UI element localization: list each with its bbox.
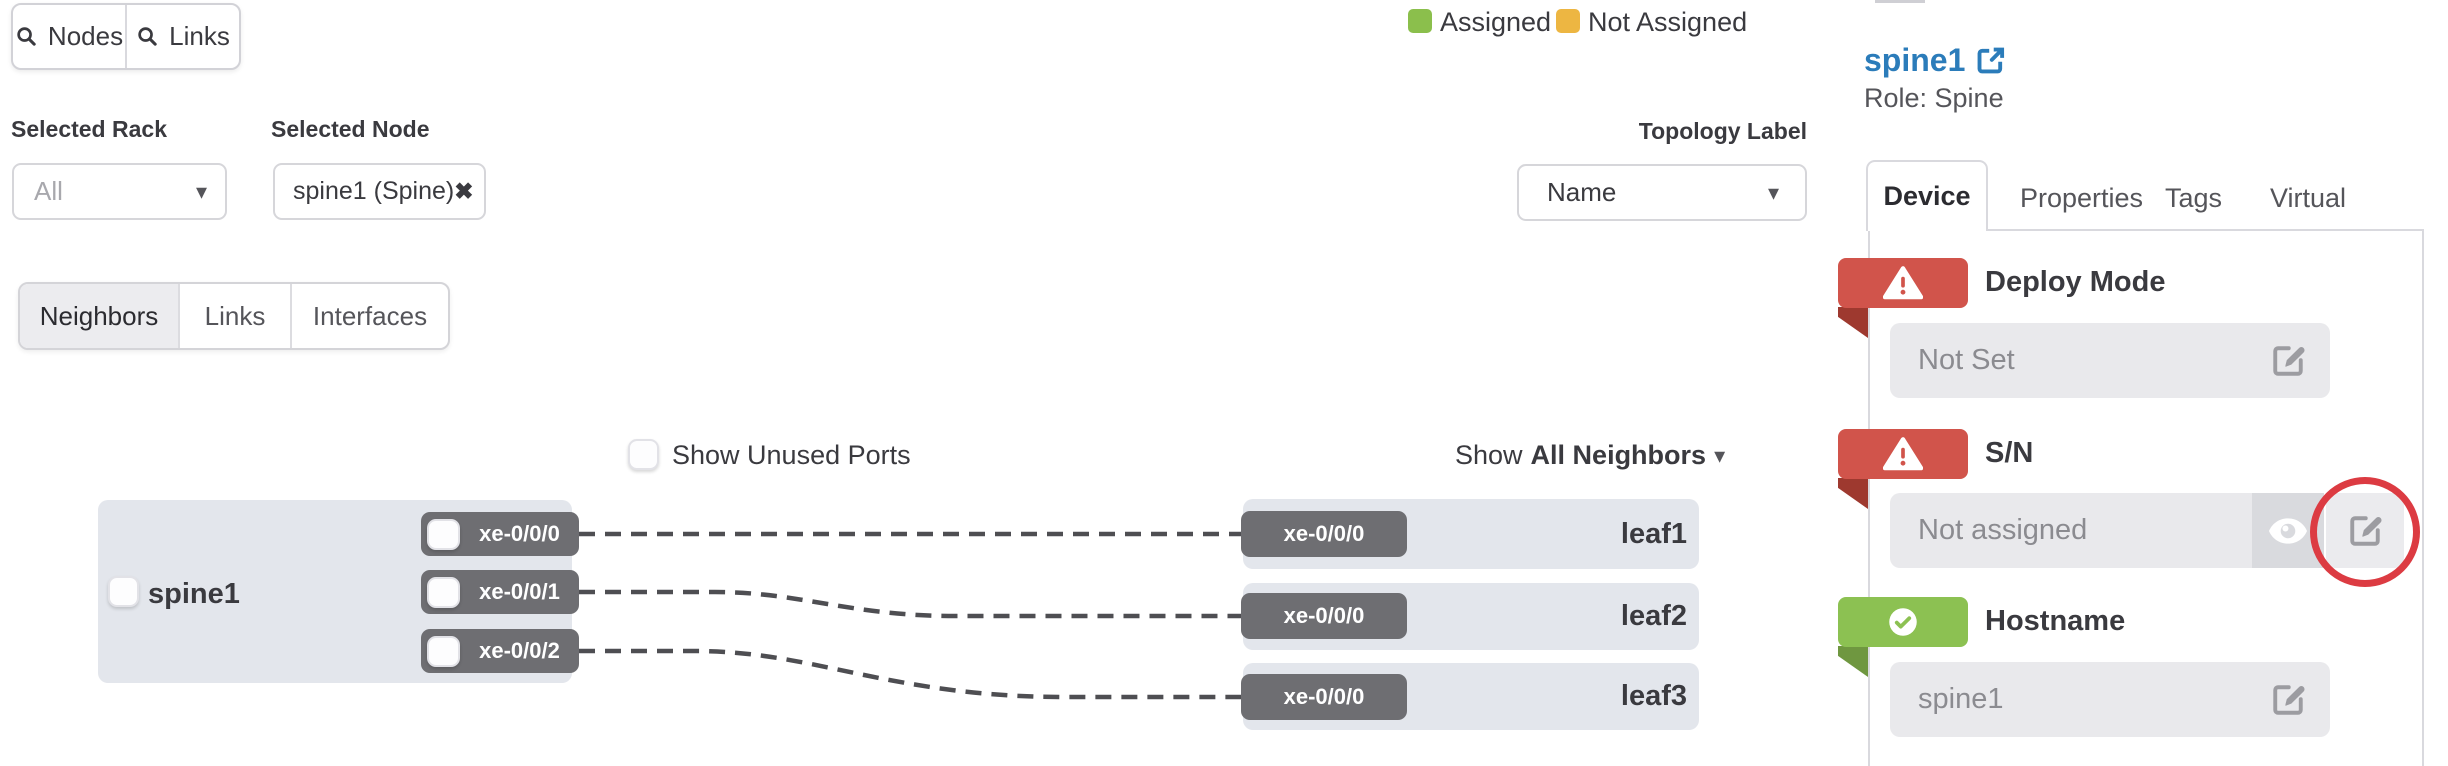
deploy-mode-status-badge bbox=[1838, 258, 1968, 308]
spine-node-checkbox[interactable] bbox=[108, 576, 139, 607]
not-assigned-swatch bbox=[1556, 9, 1580, 33]
spine-port: xe-0/0/2 bbox=[421, 629, 579, 673]
port-label: xe-0/0/1 bbox=[479, 579, 560, 604]
hostname-value: spine1 bbox=[1918, 683, 2004, 715]
show-unused-ports-label: Show Unused Ports bbox=[672, 440, 911, 470]
tab-links[interactable]: Links bbox=[178, 284, 290, 348]
chevron-down-icon: ▾ bbox=[1714, 442, 1726, 468]
port-label: xe-0/0/0 bbox=[479, 521, 560, 546]
tab-virtual[interactable]: Virtual bbox=[2270, 183, 2347, 213]
search-icon bbox=[17, 27, 36, 46]
leaf-node-label: leaf2 bbox=[1620, 600, 1687, 632]
assigned-label: Assigned bbox=[1440, 7, 1552, 37]
tab-device[interactable]: Device bbox=[1866, 160, 1988, 231]
device-title-link[interactable]: spine1 bbox=[1864, 42, 2006, 79]
nodes-links-toggle: Nodes Links bbox=[11, 3, 241, 70]
show-unused-ports-checkbox[interactable] bbox=[628, 439, 659, 470]
check-icon bbox=[1889, 608, 1917, 636]
chevron-down-icon: ▾ bbox=[1767, 179, 1779, 205]
deploy-mode-edit-button[interactable] bbox=[2270, 343, 2306, 379]
not-assigned-label: Not Assigned bbox=[1588, 7, 1748, 37]
assigned-swatch bbox=[1408, 9, 1432, 33]
links-tab-label: Links bbox=[169, 21, 230, 51]
external-link-icon bbox=[1977, 47, 2005, 74]
panel-border-right bbox=[2422, 229, 2424, 766]
eye-icon bbox=[2269, 517, 2307, 544]
view-tabs: Neighbors Links Interfaces bbox=[18, 282, 450, 350]
sn-heading: S/N bbox=[1985, 437, 2034, 469]
chevron-down-icon: ▾ bbox=[195, 178, 207, 204]
link-spine1-leaf3 bbox=[579, 648, 1243, 700]
links-tab[interactable]: Links bbox=[125, 5, 239, 68]
warning-icon bbox=[1883, 437, 1923, 471]
spine-port-checkbox[interactable] bbox=[427, 518, 460, 550]
port-label: xe-0/0/0 bbox=[1283, 521, 1365, 546]
edit-icon bbox=[2273, 684, 2305, 715]
cutoff-artifact bbox=[1875, 0, 1925, 3]
nodes-tab-label: Nodes bbox=[47, 21, 124, 51]
hostname-status-badge bbox=[1838, 597, 1968, 647]
selected-node-value: spine1 (Spine) bbox=[293, 177, 455, 205]
selected-rack-label: Selected Rack bbox=[11, 116, 167, 142]
topology-label-select[interactable]: Name ▾ bbox=[1517, 164, 1807, 221]
selected-rack-value: All bbox=[34, 176, 63, 206]
leaf-port: xe-0/0/0 bbox=[1241, 674, 1407, 720]
nodes-tab[interactable]: Nodes bbox=[13, 5, 125, 68]
hostname-field: spine1 bbox=[1890, 662, 2330, 737]
sn-status-badge bbox=[1838, 429, 1968, 479]
deploy-mode-value: Not Set bbox=[1918, 344, 2015, 376]
search-icon bbox=[138, 27, 157, 46]
panel-border-left bbox=[1868, 229, 1870, 766]
sn-value: Not assigned bbox=[1918, 514, 2088, 546]
sn-edit-button[interactable] bbox=[2326, 493, 2404, 568]
topology-label: Topology Label bbox=[1638, 118, 1807, 144]
panel-border-top bbox=[1986, 229, 2424, 231]
spine-port-checkbox[interactable] bbox=[427, 635, 460, 667]
tab-interfaces[interactable]: Interfaces bbox=[290, 284, 448, 348]
selected-node-select[interactable]: spine1 (Spine) ✖ bbox=[273, 163, 486, 220]
deploy-mode-field: Not Set bbox=[1890, 323, 2330, 398]
port-label: xe-0/0/0 bbox=[1283, 684, 1365, 709]
show-neighbors-prefix: Show bbox=[1455, 440, 1523, 470]
device-role: Role: Spine bbox=[1864, 83, 2004, 113]
leaf-node-label: leaf3 bbox=[1620, 680, 1687, 712]
spine-port-checkbox[interactable] bbox=[427, 576, 460, 608]
tab-device-label: Device bbox=[1883, 181, 1971, 211]
show-neighbors-dropdown[interactable]: Show All Neighbors ▾ bbox=[1455, 440, 1725, 471]
leaf-port: xe-0/0/0 bbox=[1241, 593, 1407, 639]
tab-tags[interactable]: Tags bbox=[2165, 183, 2223, 213]
tab-properties[interactable]: Properties bbox=[2020, 183, 2144, 213]
edit-icon bbox=[2350, 515, 2382, 546]
spine-port: xe-0/0/0 bbox=[421, 512, 579, 556]
link-spine1-leaf2 bbox=[579, 589, 1243, 619]
deploy-mode-heading: Deploy Mode bbox=[1985, 266, 2166, 298]
edit-icon bbox=[2273, 345, 2305, 376]
selected-rack-select[interactable]: All ▾ bbox=[12, 163, 227, 220]
port-label: xe-0/0/0 bbox=[1283, 603, 1365, 628]
topology-label-value: Name bbox=[1547, 177, 1617, 207]
leaf-node-label: leaf1 bbox=[1620, 518, 1687, 550]
warning-icon bbox=[1883, 266, 1923, 300]
hostname-heading: Hostname bbox=[1985, 605, 2126, 637]
spine-node-label: spine1 bbox=[148, 578, 240, 610]
hostname-edit-button[interactable] bbox=[2270, 682, 2306, 718]
sn-field: Not assigned bbox=[1890, 493, 2252, 568]
leaf-port: xe-0/0/0 bbox=[1241, 511, 1407, 557]
device-title: spine1 bbox=[1864, 42, 1966, 78]
selected-node-label: Selected Node bbox=[271, 116, 430, 142]
port-label: xe-0/0/2 bbox=[479, 638, 560, 663]
clear-selected-node-icon[interactable]: ✖ bbox=[454, 178, 474, 204]
show-neighbors-value: All Neighbors bbox=[1530, 440, 1707, 470]
tab-neighbors[interactable]: Neighbors bbox=[20, 284, 178, 348]
spine-port: xe-0/0/1 bbox=[421, 570, 579, 614]
